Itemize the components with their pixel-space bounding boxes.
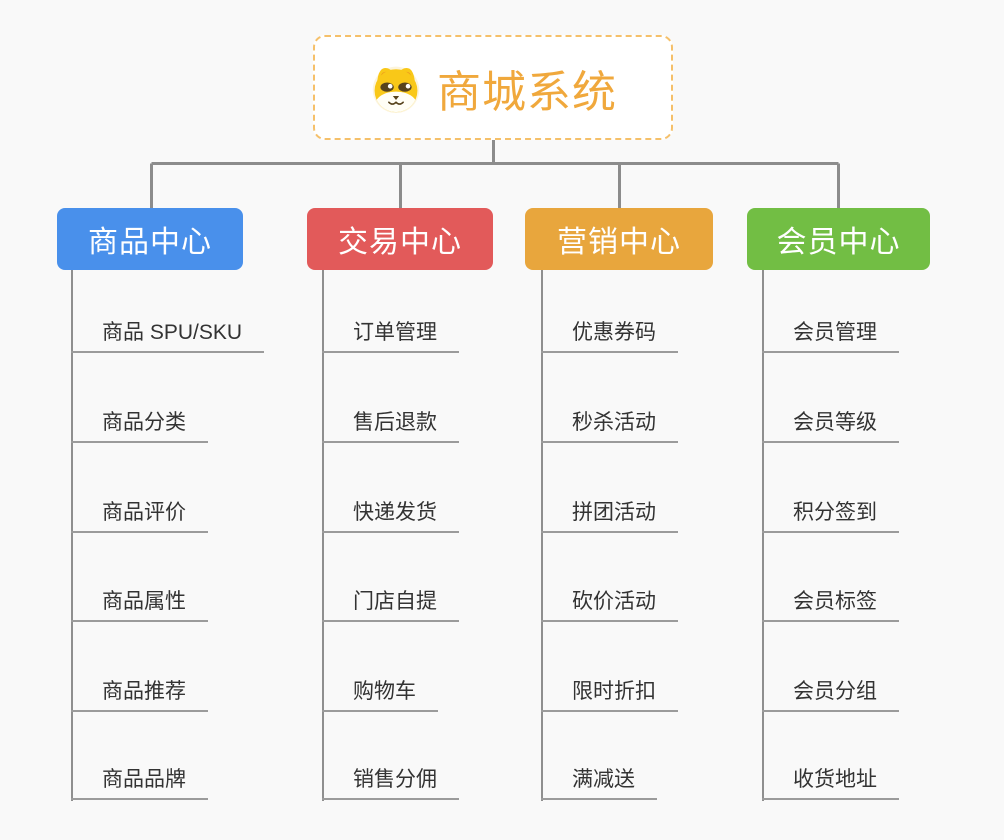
root-node-title: 商城系统: [437, 67, 617, 117]
branch-item[interactable]: 限时折扣: [541, 677, 678, 712]
branch-item[interactable]: 优惠券码: [541, 318, 678, 353]
branch-item[interactable]: 拼团活动: [541, 498, 678, 533]
branch-spine-product-center: [71, 270, 73, 801]
root-node-mall-system[interactable]: 商城系统: [313, 35, 673, 140]
branch-item[interactable]: 商品推荐: [71, 677, 208, 712]
branch-item[interactable]: 会员管理: [762, 318, 899, 353]
branch-item[interactable]: 秒杀活动: [541, 408, 678, 443]
tree-connector-path: [150, 140, 840, 208]
branch-item[interactable]: 购物车: [322, 677, 438, 712]
branch-item[interactable]: 砍价活动: [541, 587, 678, 622]
branch-header-member-center[interactable]: 会员中心: [747, 208, 930, 270]
branch-spine-marketing-center: [541, 270, 543, 801]
branch-header-product-center[interactable]: 商品中心: [57, 208, 243, 270]
branch-item[interactable]: 会员分组: [762, 677, 899, 712]
branch-item[interactable]: 收货地址: [762, 765, 899, 800]
branch-item[interactable]: 商品属性: [71, 587, 208, 622]
branch-header-marketing-center[interactable]: 营销中心: [525, 208, 713, 270]
branch-item[interactable]: 商品分类: [71, 408, 208, 443]
branch-item[interactable]: 订单管理: [322, 318, 459, 353]
branch-spine-trade-center: [322, 270, 324, 801]
branch-item[interactable]: 售后退款: [322, 408, 459, 443]
branch-item[interactable]: 商品评价: [71, 498, 208, 533]
branch-item[interactable]: 销售分佣: [322, 765, 459, 800]
branch-header-trade-center[interactable]: 交易中心: [307, 208, 493, 270]
branch-item[interactable]: 满减送: [541, 765, 657, 800]
branch-item[interactable]: 门店自提: [322, 587, 459, 622]
dog-face-icon: [372, 66, 420, 113]
branch-item[interactable]: 商品品牌: [71, 765, 208, 800]
branch-item[interactable]: 快递发货: [322, 498, 459, 533]
branch-spine-member-center: [762, 270, 764, 801]
branch-item[interactable]: 会员标签: [762, 587, 899, 622]
branch-item[interactable]: 商品 SPU/SKU: [71, 318, 265, 353]
branch-item[interactable]: 会员等级: [762, 408, 899, 443]
branch-item[interactable]: 积分签到: [762, 498, 899, 533]
